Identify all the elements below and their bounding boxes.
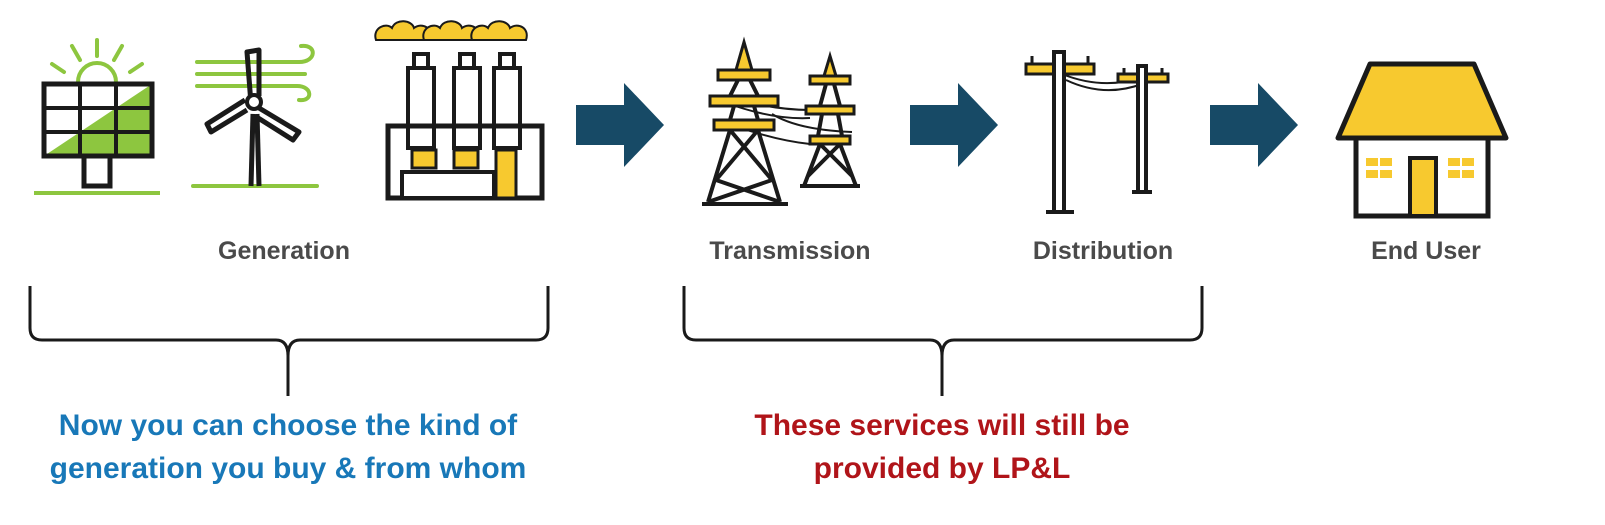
generation-brace bbox=[28, 286, 550, 396]
arrow-right-icon bbox=[1210, 83, 1298, 167]
caption-line: These services will still be bbox=[754, 409, 1130, 442]
generation-choice-caption: Now you can choose the kind of generatio… bbox=[18, 404, 558, 490]
stage-label-generation: Generation bbox=[218, 237, 350, 265]
arrow-right-icon bbox=[576, 83, 664, 167]
caption-line: provided by LP&L bbox=[813, 452, 1071, 485]
stage-label-end-user: End User bbox=[1371, 237, 1481, 265]
arrow-right-icon bbox=[910, 83, 998, 167]
wind-turbine-icon bbox=[191, 43, 319, 188]
power-plant-icon bbox=[374, 20, 545, 201]
caption-line: Now you can choose the kind of bbox=[58, 409, 518, 442]
caption-line: generation you buy & from whom bbox=[49, 452, 527, 485]
house-icon bbox=[1335, 61, 1509, 219]
stage-label-distribution: Distribution bbox=[1032, 237, 1174, 265]
lpl-services-caption: These services will still be provided by… bbox=[672, 404, 1212, 490]
transmission-distribution-brace bbox=[682, 286, 1204, 396]
utility-pole-icon bbox=[1024, 50, 1170, 214]
stage-label-transmission: Transmission bbox=[709, 237, 871, 265]
transmission-tower-icon bbox=[702, 36, 860, 206]
solar-panel-icon bbox=[34, 38, 160, 195]
